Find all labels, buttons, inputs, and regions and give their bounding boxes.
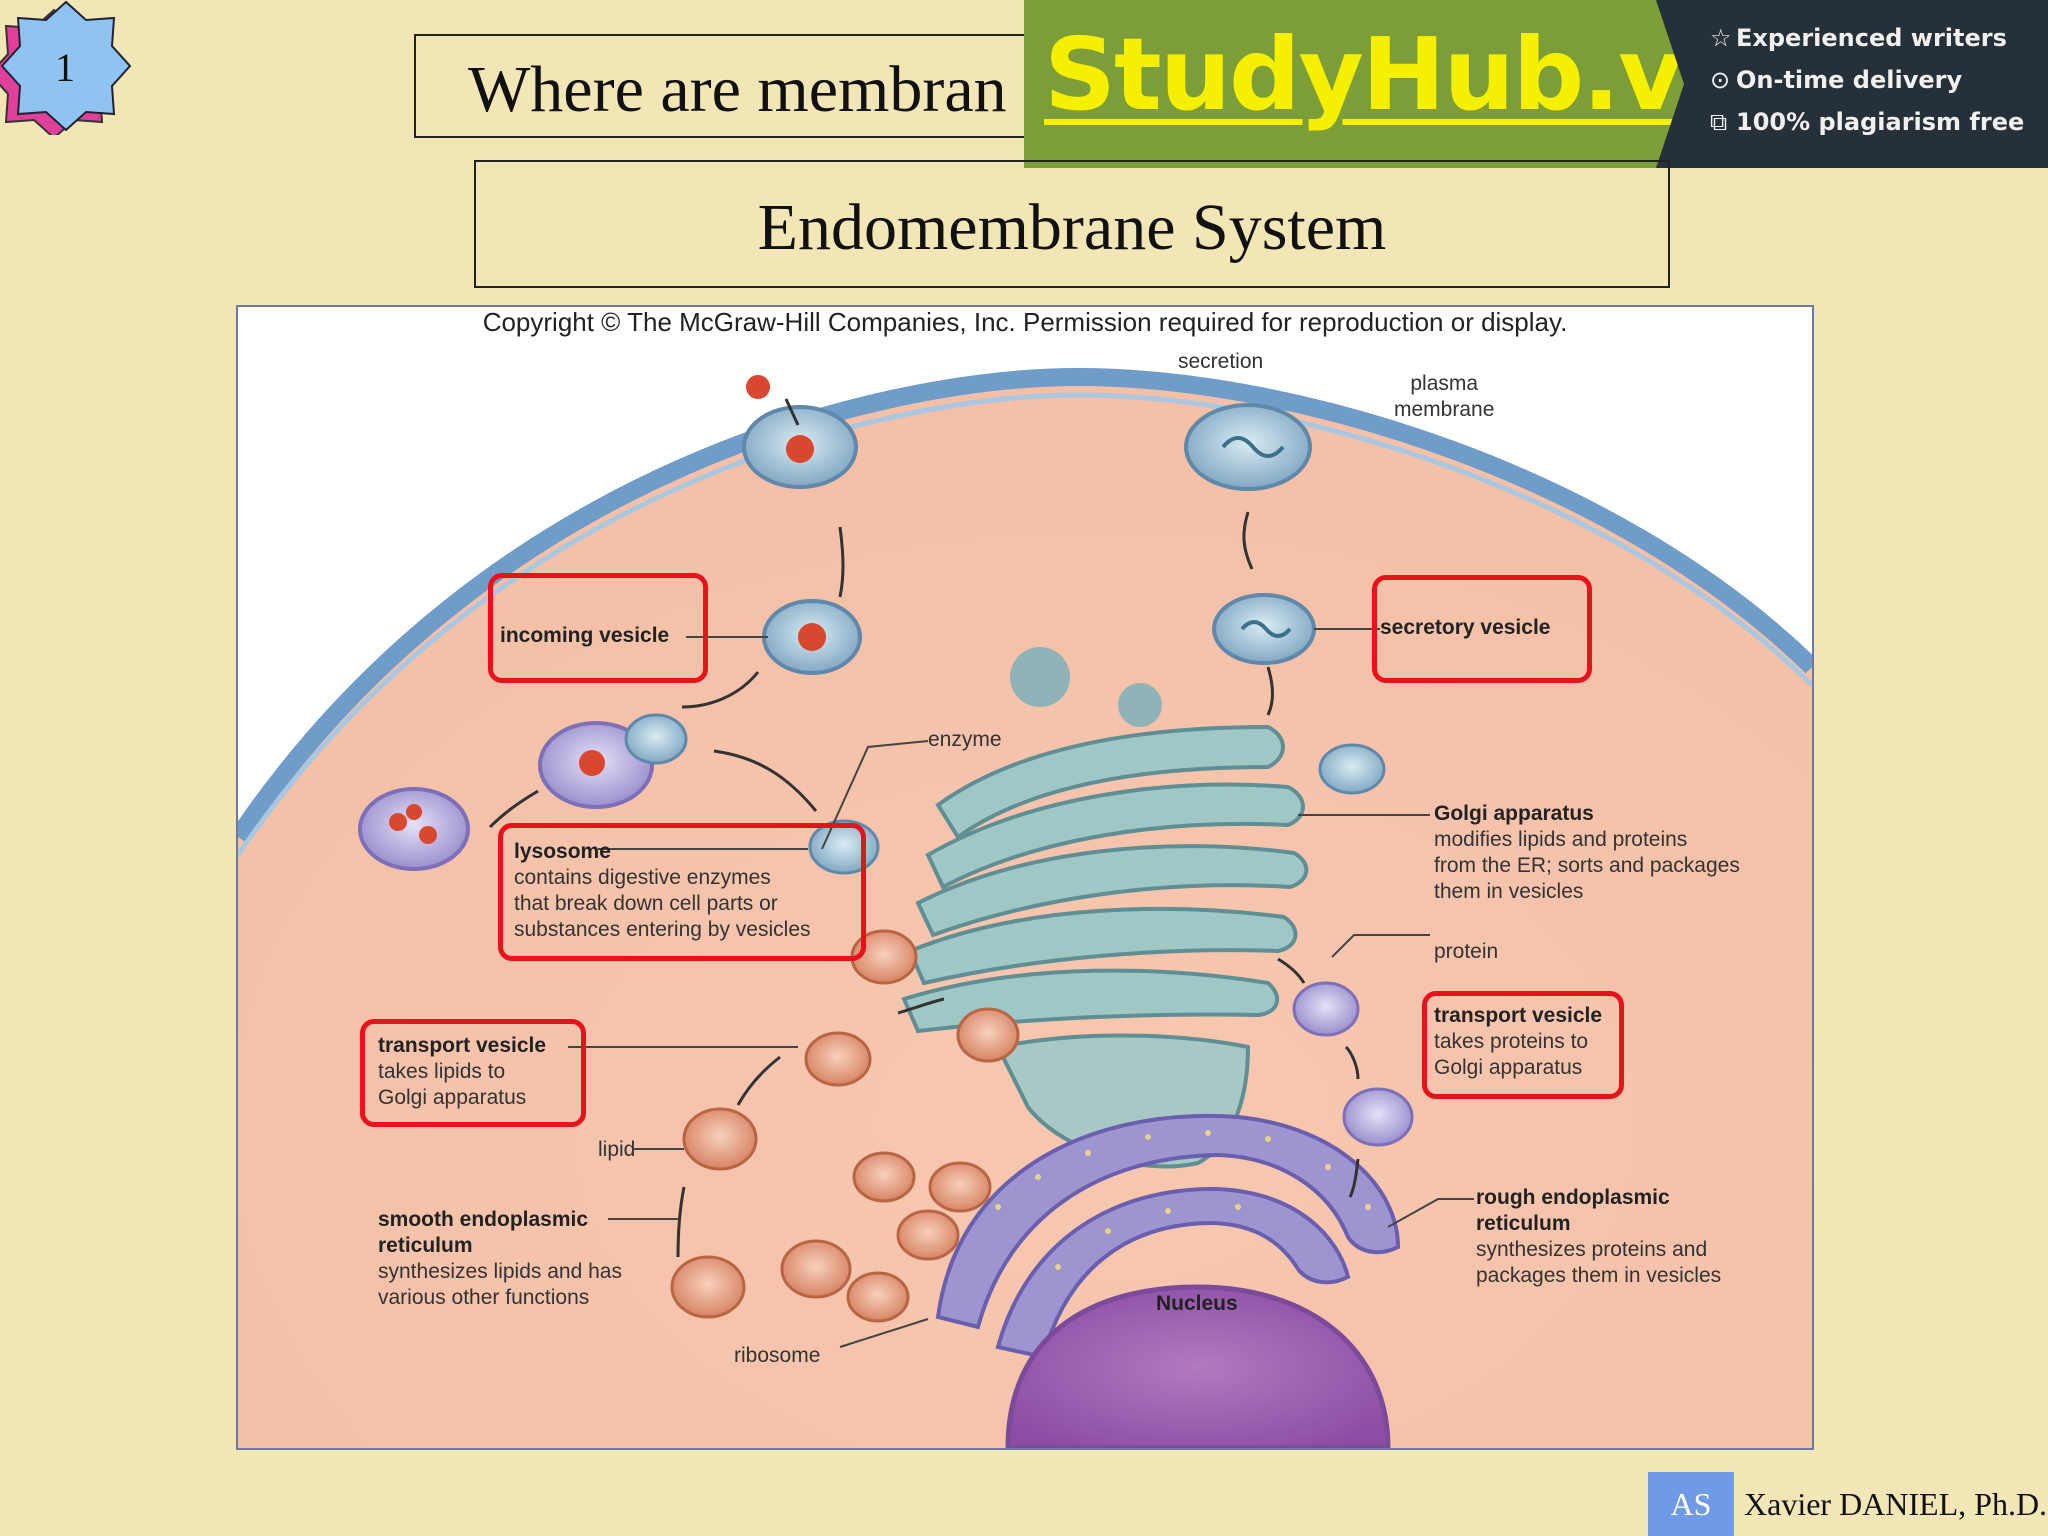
feature-item: ⧉100% plagiarism free xyxy=(1710,108,2025,136)
subtitle: Endomembrane System xyxy=(757,191,1387,264)
cytoplasm xyxy=(238,377,1812,1448)
label-transport-vesicle-left: transport vesicle takes lipids to Golgi … xyxy=(378,1034,547,1109)
label-smooth-er: smooth endoplasmic reticulum synthesizes… xyxy=(378,1208,622,1309)
endomembrane-diagram: Copyright © The McGraw-Hill Companies, I… xyxy=(236,305,1814,1450)
smooth-er xyxy=(670,1107,992,1323)
plasma-membrane xyxy=(238,367,1812,843)
subtitle-box: Endomembrane System xyxy=(474,160,1670,288)
studyhub-banner[interactable]: StudyHub.vip xyxy=(1024,0,1785,168)
feature-item: ☆Experienced writers xyxy=(1710,24,2007,52)
page-title: Where are membran xyxy=(468,53,1007,126)
label-secretory-vesicle: secretory vesicle xyxy=(1380,616,1551,639)
brand-logo-text[interactable]: StudyHub.vip xyxy=(1044,16,1785,133)
label-incoming-vesicle: incoming vesicle xyxy=(500,624,670,647)
label-ribosome: ribosome xyxy=(734,1344,821,1367)
highlight-transport-vesicle-left xyxy=(360,1019,586,1127)
highlight-lysosome xyxy=(498,823,866,961)
label-protein: protein xyxy=(1434,940,1499,963)
label-secretion: secretion xyxy=(1178,350,1264,373)
slide-number: 1 xyxy=(55,45,75,90)
label-enzyme: enzyme xyxy=(928,728,1002,751)
label-rough-er: rough endoplasmic reticulum synthesizes … xyxy=(1476,1186,1722,1287)
copyright-notice: Copyright © The McGraw-Hill Companies, I… xyxy=(482,307,1568,337)
banner-features: ☆Experienced writers ⊙On-time delivery ⧉… xyxy=(1656,0,2048,168)
highlight-transport-vesicle-right xyxy=(1422,991,1624,1099)
label-lysosome: lysosome contains digestive enzymes that… xyxy=(514,840,811,941)
clock-icon: ⊙ xyxy=(1710,66,1731,94)
author-initials-badge: AS xyxy=(1648,1472,1734,1536)
author-name: Xavier DANIEL, Ph.D. xyxy=(1744,1486,2048,1522)
star-badge-icon xyxy=(0,0,132,135)
label-nucleus: Nucleus xyxy=(1156,1292,1238,1315)
label-golgi-apparatus: Golgi apparatus modifies lipids and prot… xyxy=(1434,802,1740,903)
slide-number-badge: 1 xyxy=(0,0,140,135)
highlight-incoming-vesicle xyxy=(488,573,708,683)
feature-item: ⊙On-time delivery xyxy=(1710,66,1963,94)
rough-er xyxy=(935,1114,1401,1360)
cell-illustration xyxy=(238,367,1812,1448)
label-transport-vesicle-right: transport vesicle takes proteins to Golg… xyxy=(1434,1004,1603,1079)
label-lipid: lipid xyxy=(598,1138,636,1161)
nucleus xyxy=(1005,1284,1391,1448)
star-icon: ☆ xyxy=(1710,24,1732,52)
highlight-secretory-vesicle xyxy=(1372,575,1592,683)
copy-icon: ⧉ xyxy=(1710,108,1728,136)
